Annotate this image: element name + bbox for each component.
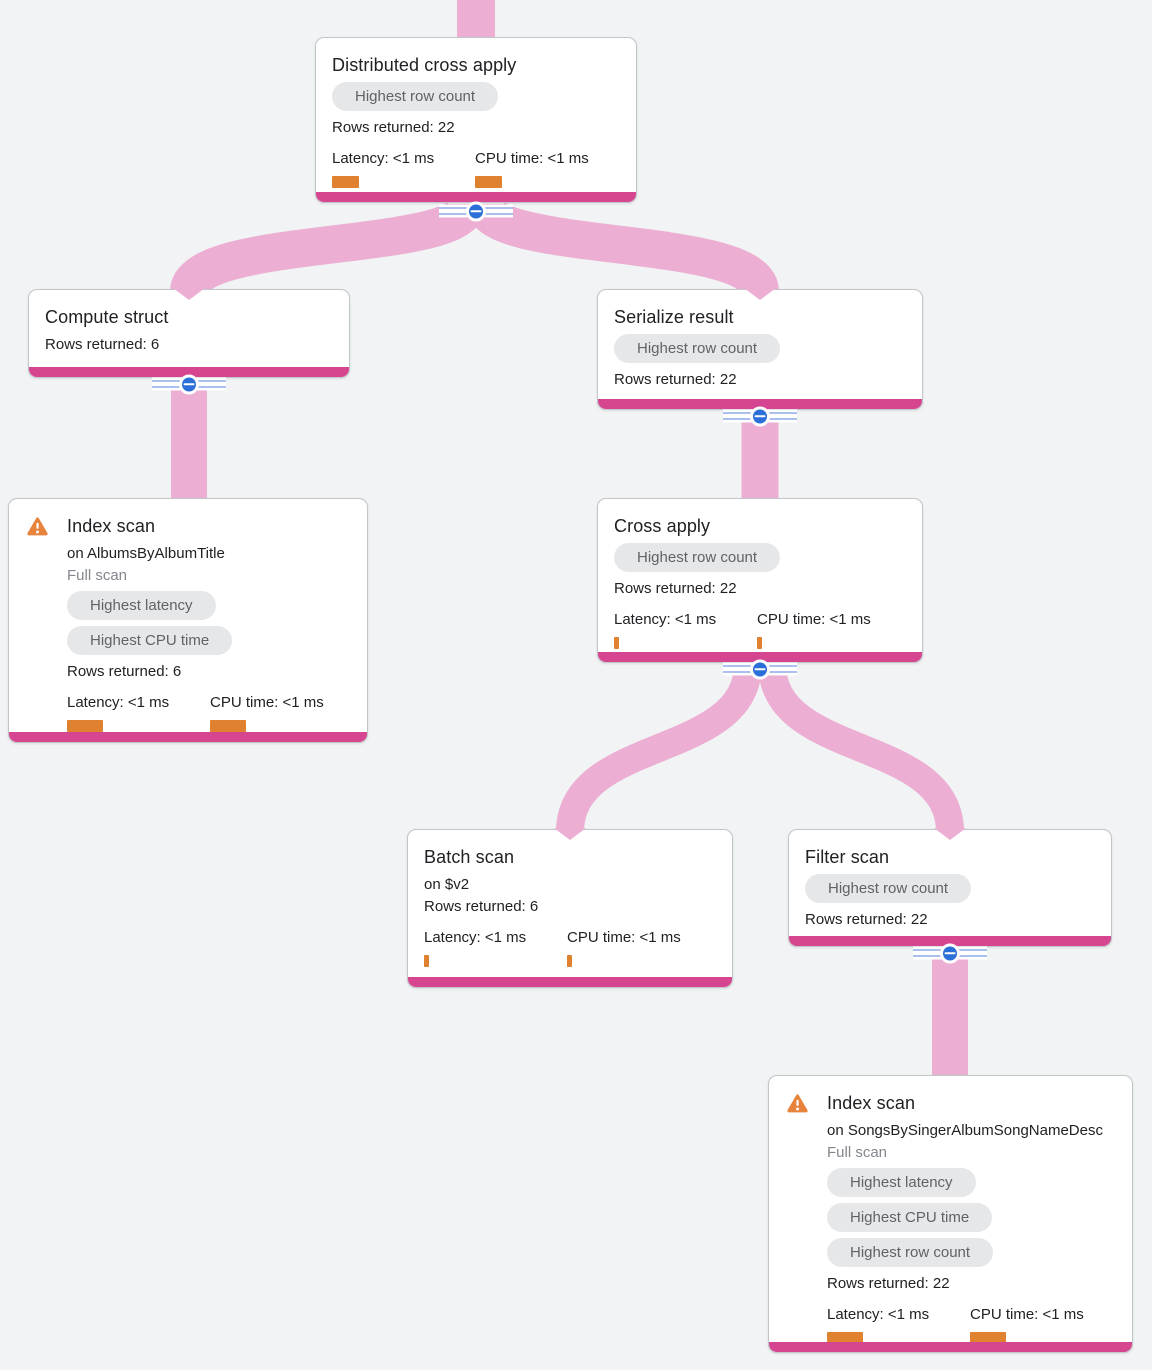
latency-label: Latency: <1 ms [827,1306,930,1323]
badge-highest-latency: Highest latency [67,591,216,620]
badge-highest-cpu-time: Highest CPU time [67,626,233,655]
node-subtitle: on SongsBySingerAlbumSongNameDesc [827,1122,1103,1139]
latency-bar [827,1332,863,1344]
warning-icon [26,516,49,537]
badge-highest-row-count: Highest row count [614,334,781,363]
plan-node-index-scan-albums[interactable]: Index scan on AlbumsByAlbumTitle Full sc… [8,498,368,743]
cpu-time-bar [970,1332,1006,1344]
plan-node-distributed-cross-apply[interactable]: Distributed cross apply Highest row coun… [315,37,637,203]
latency-label: Latency: <1 ms [67,694,170,711]
scan-type: Full scan [827,1144,888,1161]
node-title: Filter scan [805,847,890,867]
latency-bar [67,720,103,732]
collapse-minus-icon [750,406,770,426]
node-footer-bar [789,936,1111,946]
collapse-minus-icon [750,659,770,679]
rows-returned: Rows returned: 6 [45,336,160,353]
cpu-time-label: CPU time: <1 ms [210,694,324,711]
node-title: Compute struct [45,307,169,327]
node-title: Index scan [67,516,156,536]
tree-link [556,662,762,834]
plan-node-serialize-result[interactable]: Serialize result Highest row count Rows … [597,289,923,410]
rows-returned: Rows returned: 6 [424,898,539,915]
tree-link [170,197,486,297]
node-title: Distributed cross apply [332,55,517,75]
collapse-button[interactable] [913,943,987,963]
latency-label: Latency: <1 ms [332,150,435,167]
node-title: Batch scan [424,847,515,867]
node-title: Cross apply [614,516,711,536]
badge-highest-row-count: Highest row count [614,543,781,572]
node-footer-bar [598,652,922,662]
badge-highest-latency: Highest latency [827,1168,976,1197]
cpu-time-bar [567,955,572,967]
plan-node-filter-scan[interactable]: Filter scan Highest row count Rows retur… [788,829,1112,947]
cpu-time-label: CPU time: <1 ms [757,611,871,628]
node-footer-bar [408,977,732,987]
latency-bar [424,955,429,967]
scan-type: Full scan [67,567,128,584]
badge-highest-row-count: Highest row count [805,874,972,903]
rows-returned: Rows returned: 22 [614,371,737,388]
node-footer-bar [9,732,367,742]
rows-returned: Rows returned: 22 [614,580,737,597]
cpu-time-bar [757,637,762,649]
collapse-button[interactable] [152,374,226,394]
rows-returned: Rows returned: 6 [67,663,182,680]
plan-node-compute-struct[interactable]: Compute struct Rows returned: 6 [28,289,350,378]
collapse-minus-icon [466,201,486,221]
node-footer-bar [29,367,349,377]
plan-node-batch-scan[interactable]: Batch scan on $v2 Rows returned: 6 Laten… [407,829,733,988]
latency-bar [614,637,619,649]
rows-returned: Rows returned: 22 [332,119,455,136]
badge-highest-row-count: Highest row count [332,82,499,111]
plan-node-index-scan-songs[interactable]: Index scan on SongsBySingerAlbumSongName… [768,1075,1133,1353]
node-footer-bar [316,192,636,202]
node-subtitle: on AlbumsByAlbumTitle [67,545,225,562]
collapse-minus-icon [179,374,199,394]
latency-label: Latency: <1 ms [614,611,717,628]
badge-highest-row-count: Highest row count [827,1238,994,1267]
rows-returned: Rows returned: 22 [827,1275,950,1292]
collapse-minus-icon [940,943,960,963]
cpu-time-label: CPU time: <1 ms [475,150,589,167]
cpu-time-bar [475,176,502,188]
node-footer-bar [598,399,922,409]
cpu-time-label: CPU time: <1 ms [970,1306,1084,1323]
latency-label: Latency: <1 ms [424,929,527,946]
rows-returned: Rows returned: 22 [805,911,928,928]
collapse-button[interactable] [439,201,513,221]
cpu-time-label: CPU time: <1 ms [567,929,681,946]
tree-link [466,197,779,297]
warning-icon [786,1093,809,1114]
node-footer-bar [769,1342,1132,1352]
plan-node-cross-apply[interactable]: Cross apply Highest row count Rows retur… [597,498,923,663]
tree-link [758,662,964,834]
collapse-button[interactable] [723,406,797,426]
node-subtitle: on $v2 [424,876,470,893]
badge-highest-cpu-time: Highest CPU time [827,1203,993,1232]
latency-bar [332,176,359,188]
cpu-time-bar [210,720,246,732]
collapse-button[interactable] [723,659,797,679]
node-title: Serialize result [614,307,734,327]
node-title: Index scan [827,1093,916,1113]
